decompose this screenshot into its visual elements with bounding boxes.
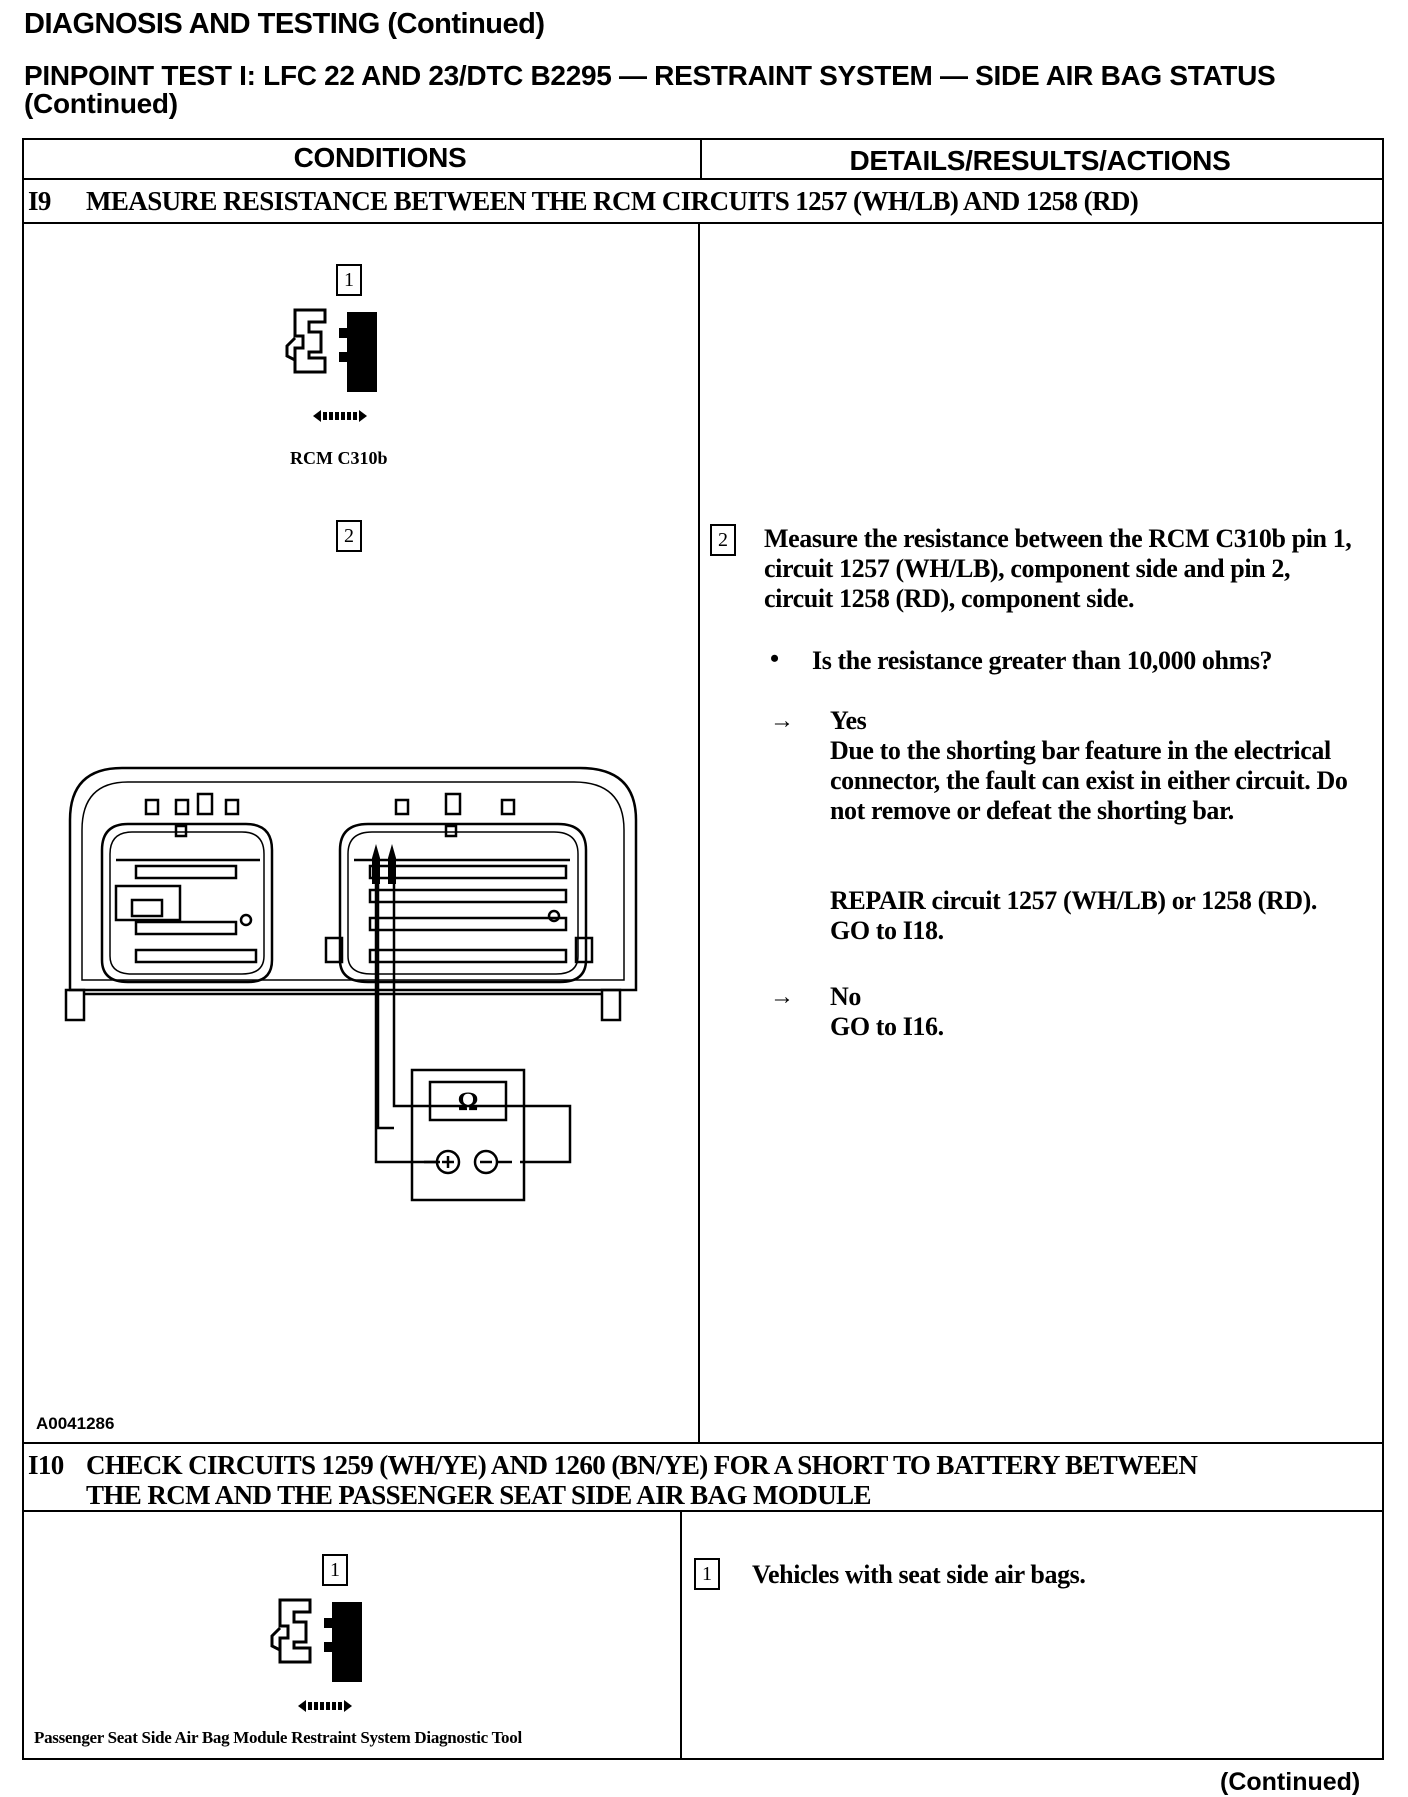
table-bottom-border [22,1758,1384,1760]
no-arrow-icon: → [770,984,794,1010]
action-instruction: Vehicles with seat side air bags. [752,1560,1086,1589]
table-right-border [1382,138,1384,1760]
i10-title-divider [22,1510,1384,1512]
no-label: No [830,982,861,1011]
yes-arrow-icon: → [770,708,794,734]
col-divider-i9 [698,222,700,1444]
col-header-actions: DETAILS/RESULTS/ACTIONS [849,145,1231,176]
step-i10-title-line1: CHECK CIRCUITS 1259 (WH/YE) AND 1260 (BN… [86,1450,1198,1480]
table-left-border [22,138,24,1760]
page-header: DIAGNOSIS AND TESTING (Continued) [24,8,545,40]
step-i10-header: I10 CHECK CIRCUITS 1259 (WH/YE) AND 1260 … [28,1450,1378,1510]
condition-number-box: 2 [336,520,362,552]
action-instruction: Measure the resistance between the RCM C… [764,524,1352,613]
figure-id: A0041286 [36,1414,115,1433]
yes-label: Yes [830,706,867,735]
step-i9-number: I9 [28,186,51,216]
table-top-border [22,138,1384,140]
connector-disconnect-icon [285,308,377,422]
col-divider-i10 [680,1510,682,1760]
step-i10-number: I10 [28,1450,64,1480]
step-i10-title-line2: THE RCM AND THE PASSENGER SEAT SIDE AIR … [86,1480,872,1510]
yes-repair-instruction: REPAIR circuit 1257 (WH/LB) or 1258 (RD)… [830,886,1317,945]
step-i9-title: MEASURE RESISTANCE BETWEEN THE RCM CIRCU… [86,186,1139,216]
pinpoint-test-title: PINPOINT TEST I: LFC 22 AND 23/DTC B2295… [24,60,1276,119]
ohmmeter-symbol: Ω [458,1087,479,1116]
action-number-box: 2 [710,524,736,556]
col-header-conditions: CONDITIONS [293,142,467,173]
connector-disconnect-icon [270,1598,362,1712]
connector-caption: RCM C310b [290,448,388,468]
continued-footer: (Continued) [1220,1768,1361,1796]
bullet-dot: • [770,644,780,673]
connector-caption: Passenger Seat Side Air Bag Module Restr… [34,1728,522,1747]
i9-title-divider [22,222,1384,224]
question-text: Is the resistance greater than 10,000 oh… [812,646,1273,675]
condition-number-box: 1 [322,1554,348,1586]
rcm-module-diagram: Ω [64,766,638,1202]
no-instruction: GO to I16. [830,1012,944,1041]
step-i9-header: I9 MEASURE RESISTANCE BETWEEN THE RCM CIR… [28,186,1378,216]
i9-bottom-divider [22,1442,1384,1444]
col-divider-header [700,138,702,180]
yes-explanation: Due to the shorting bar feature in the e… [830,736,1348,825]
condition-number-box: 1 [336,264,362,296]
header-divider [22,178,1384,180]
action-number-box: 1 [694,1558,720,1590]
